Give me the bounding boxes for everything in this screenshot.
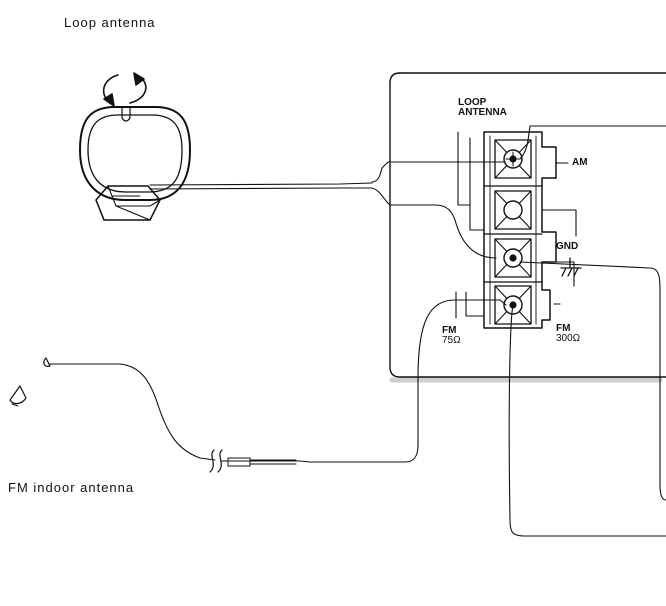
loop-antenna-terminal-label: LOOP ANTENNA bbox=[458, 98, 507, 118]
gnd-lead bbox=[519, 261, 666, 501]
am-terminal-label: AM bbox=[572, 157, 588, 168]
fm75-line2: 75Ω bbox=[442, 335, 461, 346]
loop-antenna bbox=[79, 72, 191, 221]
fm75-terminal-label: FM 75Ω bbox=[442, 326, 461, 346]
rotation-arrows-icon bbox=[102, 72, 147, 107]
loop-antenna-terminal-line1: LOOP bbox=[458, 97, 487, 108]
loop-am-terminal bbox=[494, 139, 532, 179]
fm300-terminal-label: FM 300Ω bbox=[556, 324, 580, 344]
gnd-terminal bbox=[494, 238, 532, 278]
loop-antenna-label: Loop antenna bbox=[64, 15, 156, 30]
loop-antenna-terminal-line2: ANTENNA bbox=[458, 107, 507, 118]
fm-lead bbox=[508, 304, 666, 537]
gnd-terminal-label: GND bbox=[556, 241, 579, 252]
rear-panel bbox=[389, 72, 666, 383]
middle-terminal bbox=[494, 190, 532, 230]
ground-symbol-icon bbox=[560, 257, 582, 277]
terminal-brackets bbox=[455, 131, 577, 319]
fm-indoor-antenna-label: FM indoor antenna bbox=[8, 480, 135, 495]
loop-antenna-cable bbox=[149, 125, 666, 259]
fm-indoor-antenna bbox=[9, 299, 507, 473]
fm300-line2: 300Ω bbox=[556, 333, 581, 344]
fm75-line1: FM bbox=[442, 325, 457, 336]
fm300-line1: FM bbox=[556, 323, 571, 334]
terminal-block bbox=[483, 131, 557, 329]
